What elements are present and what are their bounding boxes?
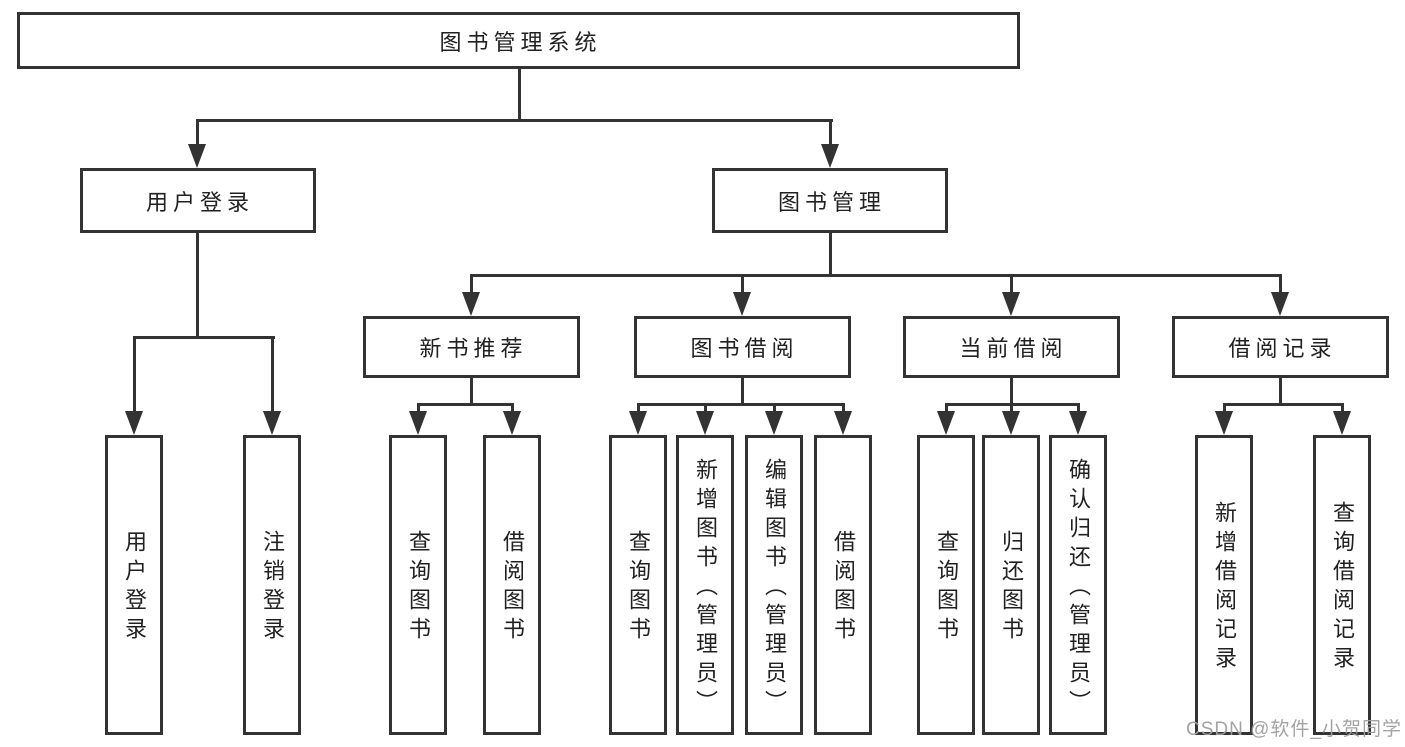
connector-drop-rc2 [1341, 403, 1344, 414]
connector-level1-rail [196, 119, 833, 122]
connector-root-stem [518, 67, 521, 121]
node-current-borrowing: 当前借阅 [903, 316, 1120, 378]
leaf-borrow-books-2-label: 借阅图书 [831, 530, 856, 646]
leaf-query-books-1-label: 查询图书 [406, 530, 431, 646]
node-root: 图书管理系统 [17, 12, 1020, 69]
leaf-edit-book-admin-label: 编辑图书（管理员） [762, 457, 787, 719]
connector-drop-records [1279, 274, 1282, 294]
node-book-borrowing-label: 图书借阅 [690, 336, 799, 361]
connector-drop-bb3 [773, 403, 776, 414]
connector-level2-rail [470, 274, 1282, 277]
connector-records-stem [1279, 378, 1282, 406]
connector-borrow-rail [637, 403, 845, 406]
node-borrowing-records: 借阅记录 [1172, 316, 1389, 378]
arrow-down-cb1 [937, 411, 955, 435]
leaf-query-books-2: 查询图书 [609, 435, 667, 735]
leaf-query-borrow-record: 查询借阅记录 [1313, 435, 1371, 735]
connector-records-rail [1223, 403, 1344, 406]
arrow-down-rc1 [1215, 411, 1233, 435]
connector-drop-nb1 [417, 403, 420, 414]
connector-drop-cb3 [1077, 403, 1080, 414]
arrow-down-cb3 [1069, 411, 1087, 435]
leaf-confirm-return-admin: 确认归还（管理员） [1049, 435, 1107, 735]
leaf-query-books-1: 查询图书 [389, 435, 447, 735]
connector-drop-cb2 [1010, 403, 1013, 414]
arrow-down-nb2 [503, 411, 521, 435]
connector-drop-bookborrow [741, 274, 744, 294]
arrow-down-book-mgmt [821, 144, 839, 168]
arrow-down-bb1 [629, 411, 647, 435]
arrow-down-rc2 [1333, 411, 1351, 435]
connector-drop-nb2 [511, 403, 514, 414]
leaf-logout-label: 注销登录 [260, 530, 285, 646]
node-borrowing-records-label: 借阅记录 [1228, 336, 1337, 361]
node-new-book-recommend-label: 新书推荐 [419, 336, 528, 361]
connector-drop-cb1 [945, 403, 948, 414]
arrow-down-leaf-login [125, 411, 143, 435]
arrow-down-bookborrow [733, 292, 751, 316]
connector-newbook-rail [417, 403, 514, 406]
leaf-confirm-return-admin-label: 确认归还（管理员） [1066, 457, 1091, 719]
connector-drop-bb4 [842, 403, 845, 414]
connector-current-stem [1010, 378, 1013, 406]
arrow-down-user-login [188, 144, 206, 168]
connector-drop-leaf-login [133, 336, 136, 413]
leaf-query-books-3: 查询图书 [917, 435, 975, 735]
leaf-borrow-books-1: 借阅图书 [483, 435, 541, 735]
leaf-query-books-3-label: 查询图书 [934, 530, 959, 646]
connector-login-stem [196, 233, 199, 339]
connector-drop-leaf-logout [271, 336, 274, 413]
node-user-login: 用户登录 [80, 168, 316, 233]
connector-drop-bb2 [704, 403, 707, 414]
leaf-logout: 注销登录 [243, 435, 301, 735]
arrow-down-leaf-logout [263, 411, 281, 435]
node-new-book-recommend: 新书推荐 [363, 316, 580, 378]
node-book-borrowing: 图书借阅 [634, 316, 851, 378]
connector-login-rail [133, 336, 275, 339]
leaf-query-borrow-record-label: 查询借阅记录 [1330, 501, 1355, 675]
arrow-down-cb2 [1002, 411, 1020, 435]
leaf-return-book-label: 归还图书 [999, 530, 1024, 646]
leaf-add-book-admin-label: 新增图书（管理员） [693, 457, 718, 719]
arrow-down-bb2 [696, 411, 714, 435]
arrow-down-bb4 [834, 411, 852, 435]
connector-mgmt-stem [829, 233, 832, 277]
node-book-management: 图书管理 [712, 168, 948, 233]
leaf-edit-book-admin: 编辑图书（管理员） [745, 435, 803, 735]
connector-drop-rc1 [1223, 403, 1226, 414]
connector-drop-newbook [470, 274, 473, 294]
leaf-add-book-admin: 新增图书（管理员） [676, 435, 734, 735]
connector-drop-user-login [196, 119, 199, 146]
connector-borrow-stem [741, 378, 744, 406]
connector-newbook-stem [470, 378, 473, 406]
node-user-login-label: 用户登录 [145, 189, 254, 215]
leaf-add-borrow-record: 新增借阅记录 [1195, 435, 1253, 735]
arrow-down-bb3 [765, 411, 783, 435]
arrow-down-records [1271, 292, 1289, 316]
connector-drop-bb1 [637, 403, 640, 414]
arrow-down-newbook [462, 292, 480, 316]
leaf-borrow-books-2: 借阅图书 [814, 435, 872, 735]
leaf-user-login: 用户登录 [105, 435, 163, 735]
node-root-label: 图书管理系统 [439, 29, 602, 55]
csdn-watermark: CSDN @软件_小贺同学 [1186, 719, 1402, 740]
leaf-add-borrow-record-label: 新增借阅记录 [1212, 501, 1237, 675]
node-book-management-label: 图书管理 [777, 189, 886, 215]
leaf-return-book: 归还图书 [982, 435, 1040, 735]
connector-drop-book-mgmt [829, 119, 832, 146]
leaf-borrow-books-1-label: 借阅图书 [500, 530, 525, 646]
arrow-down-currentborrow [1002, 292, 1020, 316]
arrow-down-nb1 [409, 411, 427, 435]
node-current-borrowing-label: 当前借阅 [959, 336, 1068, 361]
connector-drop-currentborrow [1010, 274, 1013, 294]
leaf-query-books-2-label: 查询图书 [626, 530, 651, 646]
leaf-user-login-label: 用户登录 [122, 530, 147, 646]
